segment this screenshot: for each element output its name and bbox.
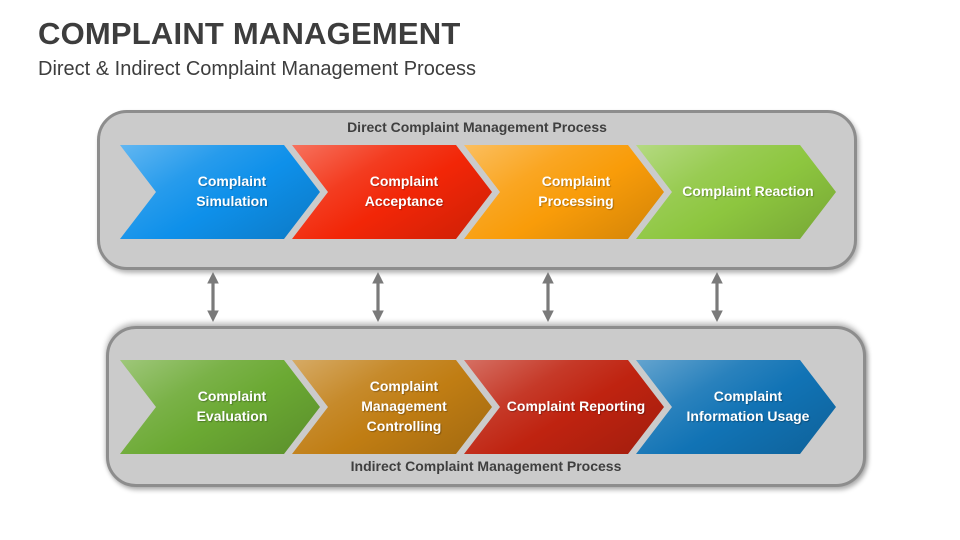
- bidirectional-arrow-icon: [709, 272, 725, 322]
- page-title: COMPLAINT MANAGEMENT: [38, 16, 461, 51]
- bidirectional-arrow-icon: [370, 272, 386, 322]
- indirect-process-panel: Complaint Evaluation Complaint Managemen…: [106, 326, 866, 487]
- step-label: Complaint Information Usage: [686, 388, 810, 424]
- indirect-process-label: Indirect Complaint Management Process: [350, 458, 622, 474]
- step-label: Complaint Evaluation: [196, 388, 268, 424]
- step-label: Complaint Reaction: [682, 183, 814, 200]
- step-label: Complaint Acceptance: [364, 173, 444, 209]
- direct-process-panel: Direct Complaint Management Process Comp…: [97, 110, 857, 270]
- bidirectional-arrow-icon: [540, 272, 556, 322]
- step-complaint-reaction: Complaint Reaction: [636, 145, 836, 239]
- step-complaint-simulation: Complaint Simulation: [120, 145, 320, 239]
- step-label: Complaint Management Controlling: [361, 378, 447, 434]
- direct-process-label: Direct Complaint Management Process: [347, 119, 607, 135]
- step-label: Complaint Reporting: [506, 398, 646, 415]
- step-label: Complaint Simulation: [196, 173, 268, 209]
- step-complaint-evaluation: Complaint Evaluation: [120, 360, 320, 454]
- bidirectional-arrow-icon: [205, 272, 221, 322]
- step-complaint-acceptance: Complaint Acceptance: [292, 145, 492, 239]
- step-complaint-reporting: Complaint Reporting: [464, 360, 664, 454]
- page-subtitle: Direct & Indirect Complaint Management P…: [38, 58, 476, 80]
- step-complaint-information-usage: Complaint Information Usage: [636, 360, 836, 454]
- step-label: Complaint Processing: [538, 173, 614, 209]
- step-complaint-processing: Complaint Processing: [464, 145, 664, 239]
- step-complaint-management-controlling: Complaint Management Controlling: [292, 360, 492, 454]
